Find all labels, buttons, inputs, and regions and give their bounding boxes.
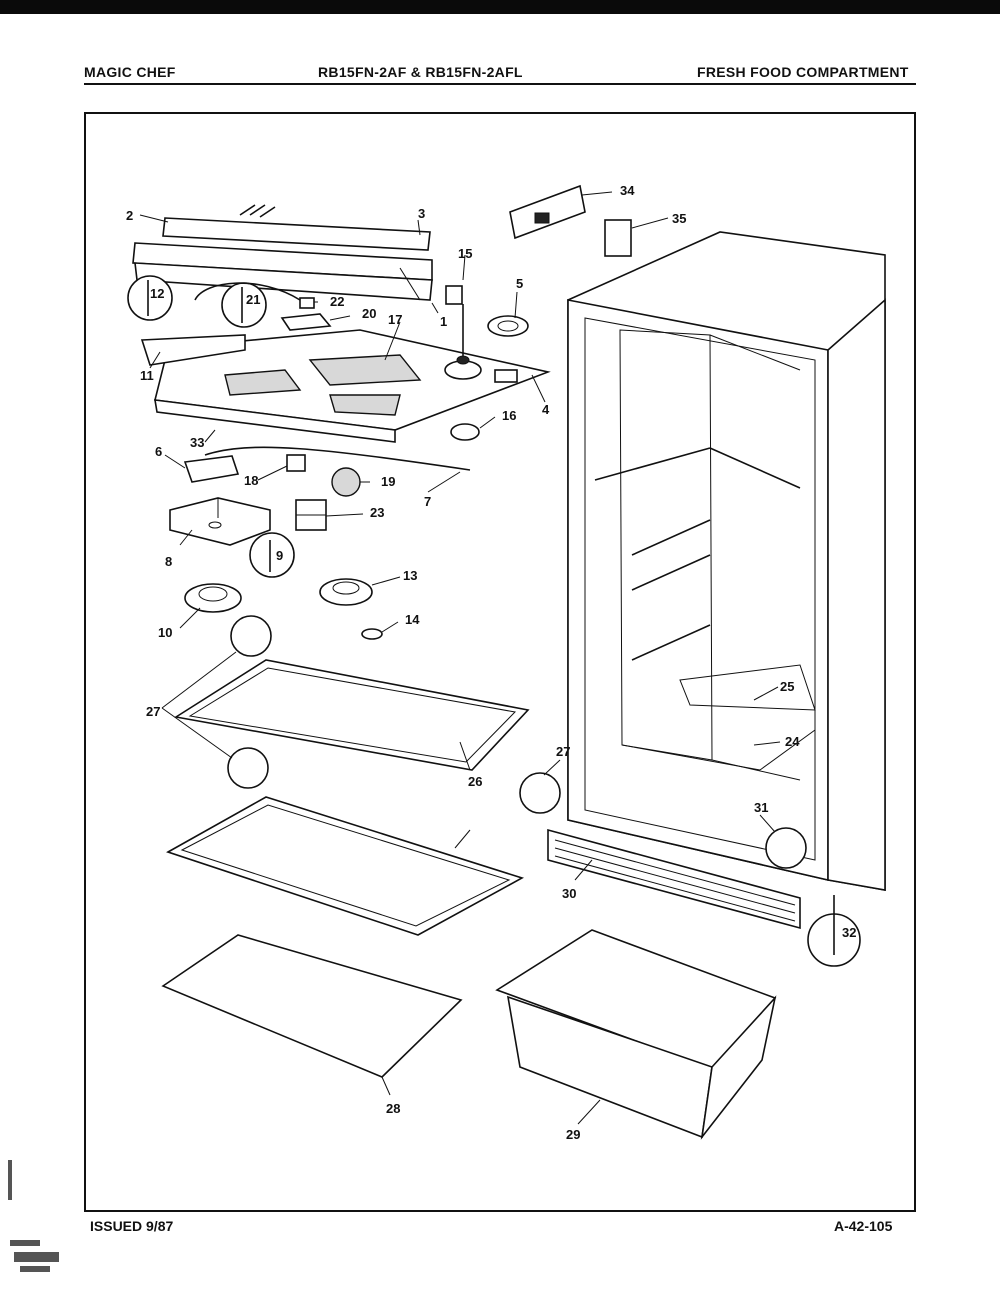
clip-part-22 bbox=[299, 297, 315, 309]
callout-1: 1 bbox=[440, 314, 447, 329]
callout-31: 31 bbox=[754, 800, 768, 815]
glass-part-28 bbox=[161, 934, 463, 1078]
callout-3: 3 bbox=[418, 206, 425, 221]
header-rule bbox=[84, 83, 916, 85]
detail-circle-12 bbox=[127, 275, 173, 321]
detail-circle-27b bbox=[227, 747, 269, 789]
detail-circle-31 bbox=[765, 827, 807, 869]
callout-9: 9 bbox=[276, 548, 283, 563]
callout-11: 11 bbox=[140, 368, 154, 383]
callout-19: 19 bbox=[381, 474, 395, 489]
socket-part-20 bbox=[280, 313, 332, 331]
callout-27-right: 27 bbox=[556, 744, 570, 759]
section-title: FRESH FOOD COMPARTMENT bbox=[697, 64, 909, 80]
callout-24: 24 bbox=[785, 734, 800, 749]
bracket-part-11 bbox=[140, 334, 246, 366]
thermostat-rod-part bbox=[445, 285, 470, 365]
light-housing-part bbox=[132, 204, 433, 301]
callout-6: 6 bbox=[155, 444, 162, 459]
callout-labels: 1 2 3 4 5 6 7 8 9 10 11 12 13 14 15 16 1… bbox=[126, 183, 856, 1142]
hinge-part-35 bbox=[604, 219, 632, 257]
issued-date: ISSUED 9/87 bbox=[90, 1218, 174, 1234]
control-box-part-8 bbox=[169, 497, 271, 546]
callout-22: 22 bbox=[330, 294, 344, 309]
capillary-part-7 bbox=[204, 446, 471, 471]
callout-8: 8 bbox=[165, 554, 172, 569]
callout-20: 20 bbox=[362, 306, 376, 321]
callout-26: 26 bbox=[468, 774, 482, 789]
page-code: A-42-105 bbox=[834, 1218, 893, 1234]
callout-4: 4 bbox=[542, 402, 550, 417]
callout-14: 14 bbox=[405, 612, 420, 627]
callout-17: 17 bbox=[388, 312, 402, 327]
wire-harness bbox=[194, 282, 301, 301]
cam-hub-part-5 bbox=[497, 320, 519, 332]
leader-lines bbox=[139, 191, 781, 1125]
refrigerator-cabinet bbox=[567, 231, 886, 891]
top-border-bar bbox=[0, 0, 1000, 14]
callout-33: 33 bbox=[190, 435, 204, 450]
bracket-part-34 bbox=[509, 184, 586, 240]
callout-32: 32 bbox=[842, 925, 856, 940]
callout-29: 29 bbox=[566, 1127, 580, 1142]
callout-28: 28 bbox=[386, 1101, 400, 1116]
brand-label: MAGIC CHEF bbox=[84, 64, 176, 80]
callout-2: 2 bbox=[126, 208, 133, 223]
callout-30: 30 bbox=[562, 886, 576, 901]
callout-21: 21 bbox=[246, 292, 260, 307]
callout-7: 7 bbox=[424, 494, 431, 509]
scan-noise bbox=[8, 1160, 59, 1272]
callout-15: 15 bbox=[458, 246, 472, 261]
model-numbers: RB15FN-2AF & RB15FN-2AFL bbox=[318, 64, 523, 80]
callout-16: 16 bbox=[502, 408, 516, 423]
callout-18: 18 bbox=[244, 473, 258, 488]
switch-part-18 bbox=[286, 454, 306, 472]
wheel-part-13 bbox=[319, 578, 373, 606]
detail-circle-27a bbox=[230, 615, 272, 657]
callout-35: 35 bbox=[672, 211, 686, 226]
callout-27-left: 27 bbox=[146, 704, 160, 719]
detail-circle-27c bbox=[519, 772, 561, 814]
cam-part-5 bbox=[487, 315, 529, 337]
thermostat-part-6 bbox=[183, 455, 240, 483]
control-plate-part bbox=[154, 329, 551, 443]
diagram-frame bbox=[84, 112, 916, 1212]
shelf-upper-part-26 bbox=[173, 659, 530, 771]
wheel-part-10 bbox=[184, 583, 242, 613]
callout-12: 12 bbox=[150, 286, 164, 301]
callout-13: 13 bbox=[403, 568, 417, 583]
washer-part-14 bbox=[361, 628, 383, 640]
detail-circle-9 bbox=[249, 532, 295, 578]
callout-25: 25 bbox=[780, 679, 794, 694]
callout-34: 34 bbox=[620, 183, 635, 198]
callout-10: 10 bbox=[158, 625, 172, 640]
callout-23: 23 bbox=[370, 505, 384, 520]
crisper-part-29 bbox=[495, 929, 777, 1140]
knob-part-16 bbox=[450, 423, 480, 441]
shelf-lower-part-26 bbox=[166, 796, 525, 936]
bulb-part-19 bbox=[331, 467, 361, 497]
callout-5: 5 bbox=[516, 276, 523, 291]
grille-part-30 bbox=[547, 828, 801, 930]
